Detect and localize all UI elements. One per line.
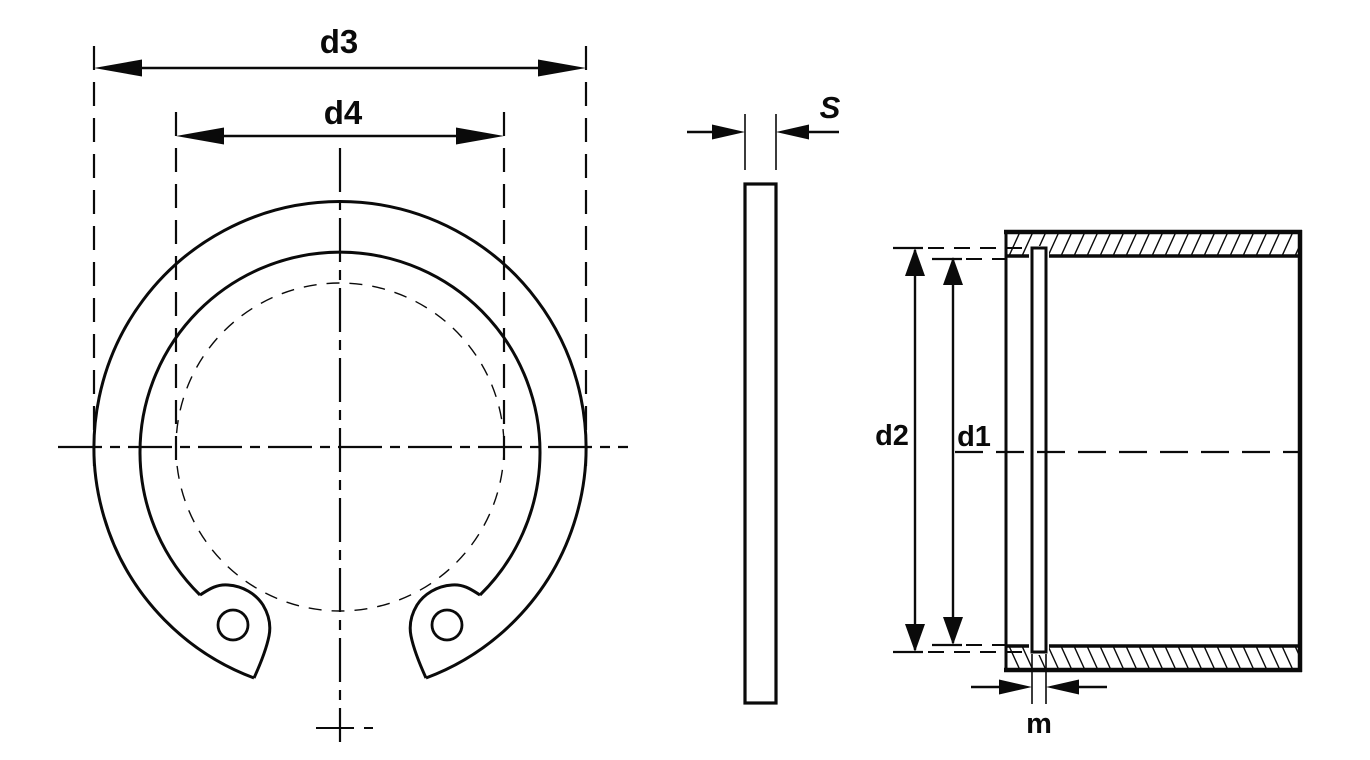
top-hatch-lines xyxy=(1008,234,1299,256)
d2-dimension: d2 xyxy=(875,246,1030,654)
right-lug-hole xyxy=(430,608,464,642)
hatch-line xyxy=(1060,234,1072,256)
d3-dimension xyxy=(94,59,586,77)
hatch-line xyxy=(1021,647,1033,668)
d1-arrow-up xyxy=(943,257,963,285)
hatch-line xyxy=(1047,647,1059,668)
dim-label-d2: d2 xyxy=(875,420,909,452)
hatch-line xyxy=(1177,647,1189,668)
hatch-line xyxy=(1060,647,1072,668)
ring-side-rect xyxy=(743,182,778,705)
hatch-line xyxy=(1008,234,1020,256)
hatch-line xyxy=(1086,234,1098,256)
ring-left-lug xyxy=(199,583,272,679)
bore-surface-lines xyxy=(1006,254,1300,648)
d2-arrow-down xyxy=(905,624,925,652)
side-view: S xyxy=(687,90,841,705)
m-arrow-left xyxy=(999,679,1032,695)
d1-arrow-down xyxy=(943,617,963,645)
hatch-line xyxy=(1203,647,1215,668)
hatch-line xyxy=(1047,234,1059,256)
ring-inner-arc xyxy=(138,250,542,597)
hatch-line xyxy=(1138,647,1150,668)
hatch-line xyxy=(1177,234,1189,256)
hatch-line xyxy=(1242,234,1254,256)
d4-dimension xyxy=(176,127,504,145)
front-centerlines xyxy=(58,148,628,742)
hatch-line xyxy=(1203,234,1215,256)
front-view: d3 d4 xyxy=(58,23,628,742)
hatch-line xyxy=(1229,647,1241,668)
left-lug-hole xyxy=(216,608,250,642)
s-dimension: S xyxy=(687,90,841,170)
d3-arrow-left xyxy=(94,59,142,77)
dim-label-m: m xyxy=(1026,708,1052,740)
hatch-line xyxy=(1242,647,1254,668)
hatch-line xyxy=(1086,647,1098,668)
hatch-line xyxy=(1190,234,1202,256)
bottom-hatch-lines xyxy=(1008,647,1299,668)
dim-label-s: S xyxy=(820,90,841,125)
dim-label-d1: d1 xyxy=(957,421,991,453)
d4-arrow-right xyxy=(456,127,504,145)
d3-arrow-right xyxy=(538,59,586,77)
s-arrow-left xyxy=(712,124,745,140)
hatch-line xyxy=(1099,234,1111,256)
extension-lines xyxy=(92,46,588,478)
hatch-line xyxy=(1151,647,1163,668)
dim-label-d4: d4 xyxy=(324,94,363,131)
hatch-line xyxy=(1073,647,1085,668)
hatch-line xyxy=(1112,647,1124,668)
hatch-line xyxy=(1099,647,1111,668)
installed-diameter-dashed-circle xyxy=(175,282,505,612)
d2-arrow-up xyxy=(905,248,925,276)
ring-right-lug xyxy=(408,583,481,679)
s-arrow-right xyxy=(776,124,809,140)
hatch-line xyxy=(1021,234,1033,256)
hatch-line xyxy=(1294,647,1299,657)
hatch-line xyxy=(1125,234,1137,256)
ring-front-outline xyxy=(92,200,588,680)
hatch-line xyxy=(1216,234,1228,256)
m-arrow-right xyxy=(1046,679,1079,695)
hatch-line xyxy=(1190,647,1202,668)
hatch-line xyxy=(1281,647,1293,668)
hatch-line xyxy=(1268,647,1280,668)
hatch-line xyxy=(1073,234,1085,256)
section-view: d2 d1 m xyxy=(875,229,1303,740)
hatch-line xyxy=(1151,234,1163,256)
hatch-line xyxy=(1281,234,1293,256)
hatch-line xyxy=(1255,647,1267,668)
hatch-line xyxy=(1125,647,1137,668)
m-dimension: m xyxy=(971,654,1107,740)
hatch-line xyxy=(1268,234,1280,256)
d1-dimension: d1 xyxy=(932,257,1006,647)
hatch-line xyxy=(1164,647,1176,668)
hatch-line xyxy=(1294,245,1299,256)
hatch-line xyxy=(1255,234,1267,256)
ring-outer-arc xyxy=(92,200,588,680)
dim-label-d3: d3 xyxy=(320,23,359,60)
hatch-line xyxy=(1164,234,1176,256)
d4-arrow-left xyxy=(176,127,224,145)
hatch-line xyxy=(1216,647,1228,668)
ring-section-rect xyxy=(1030,246,1048,654)
hatch-line xyxy=(1112,234,1124,256)
hatch-line xyxy=(1138,234,1150,256)
hatch-line xyxy=(1229,234,1241,256)
hatch-line xyxy=(1008,647,1020,668)
